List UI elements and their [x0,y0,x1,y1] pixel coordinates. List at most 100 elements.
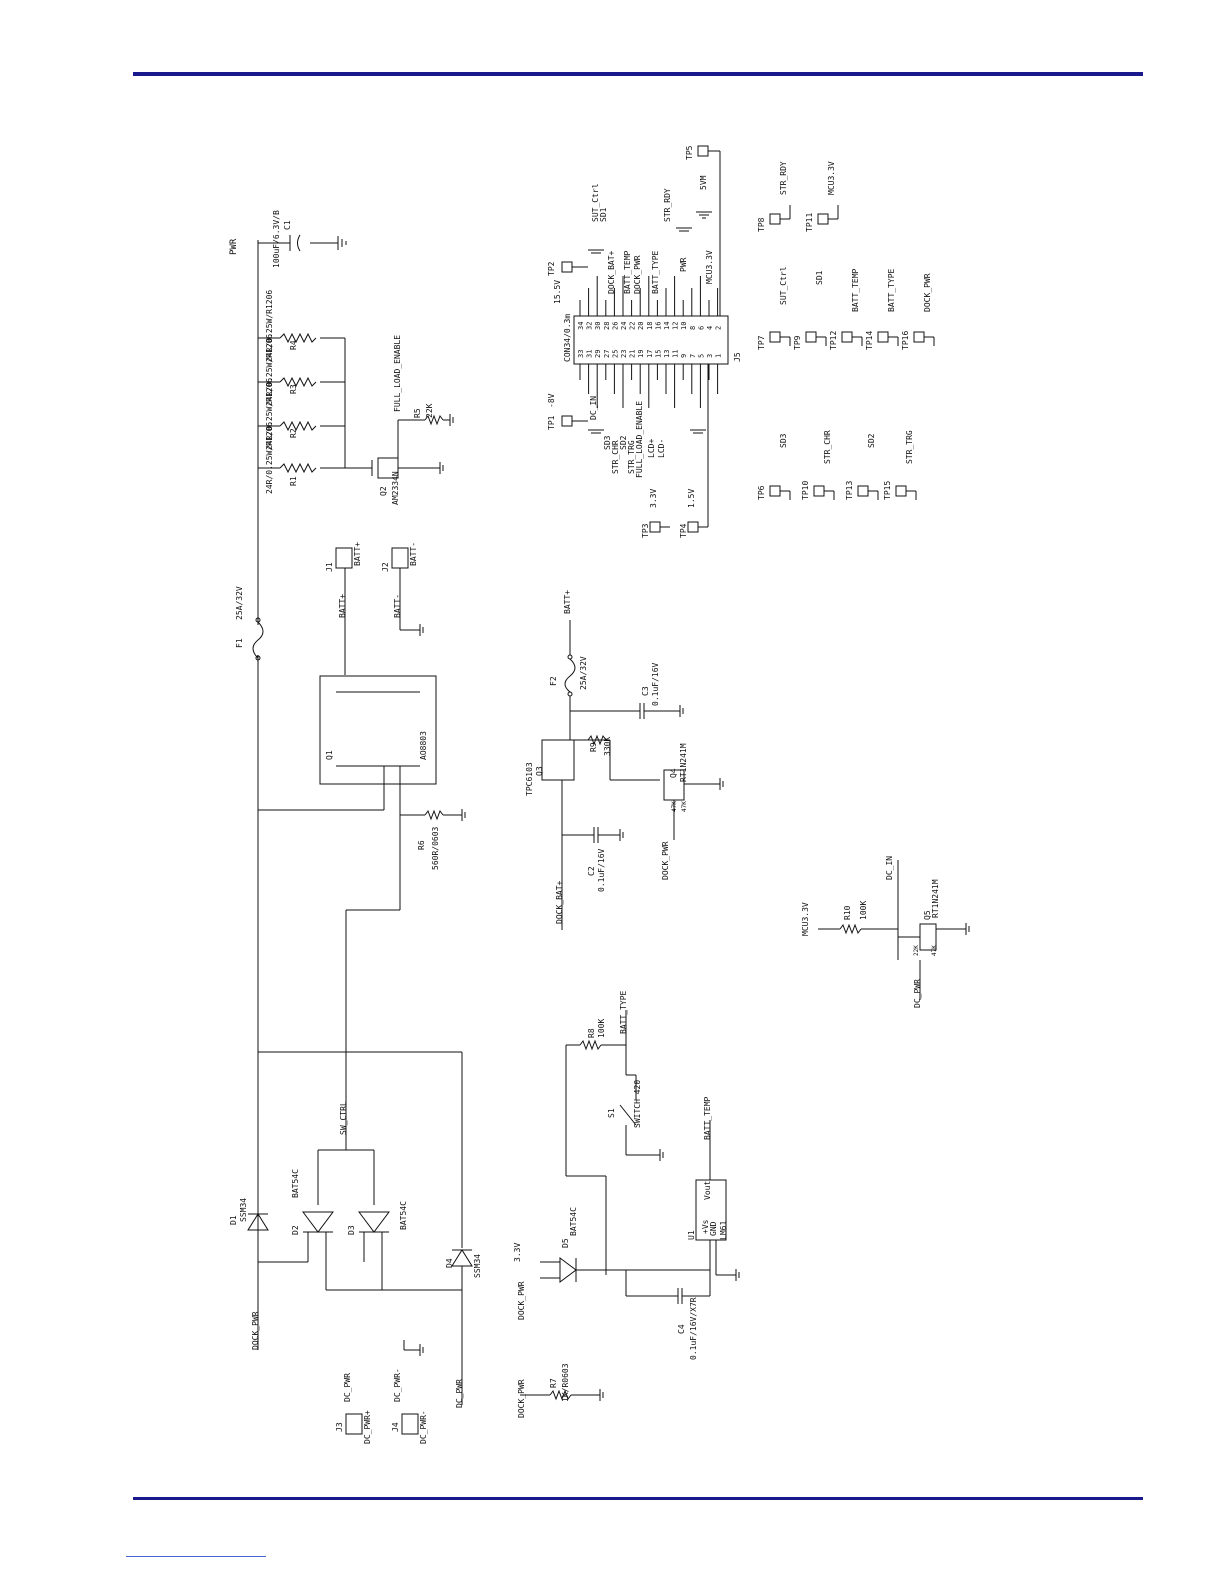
j5-net-str-chr: STR_CHR [611,440,620,474]
r10-value: 100K [859,901,868,920]
dock-battery-switch [541,620,724,930]
dock-pwr-q4: DOCK_PWR [661,841,670,880]
j5-net-str-trg: STR_TRG [627,440,636,474]
c1-ref: C1 [283,220,292,230]
j5-pin-24: 24 [620,322,628,330]
q1-value: AO8803 [419,731,428,760]
tp3-value: 3.3V [649,489,658,508]
tp9-ref: TP9 [793,335,802,350]
q5-r1: 22K [913,945,920,956]
j5-pin-27: 27 [603,350,611,358]
tp11-net: MCU3.3V [827,161,836,195]
signal-testpoints [769,205,935,500]
tp4-ref: TP4 [679,523,688,538]
tp14-ref: TP14 [865,331,874,350]
j5-net-pwr: PWR [679,257,688,272]
j5-pin-3: 3 [706,354,714,358]
q1-ref: Q1 [325,750,334,760]
j5-net-lcd-plus: LCD+ [647,439,656,458]
full-load-label: FULL_LOAD_ENABLE [393,335,402,412]
tp2-ref: TP2 [547,261,556,276]
tp12-ref: TP12 [829,331,838,350]
j5-net-dc-in: DC_IN [589,396,598,420]
j5-value: CON34/0.3m [563,314,572,362]
c1-value: 100uF/6.3V/B [272,210,281,268]
q1-mosfet [319,675,466,1150]
power-testpoints [561,145,721,533]
c3-value: 0.1uF/16V [651,662,660,706]
j5-pin-34: 34 [577,322,585,330]
d3-value: BAT54C [399,1201,408,1230]
j5-net-sd2: SD2 [619,435,628,450]
j5-net-mcu33: MCU3.3V [705,250,714,284]
tp6-net: SD3 [779,433,788,448]
batt-temp-net: BATT_TEMP [703,1096,712,1140]
tp5-ref: TP5 [685,145,694,160]
q3-value: TPC6103 [525,762,534,796]
batt-type-net: BATT_TYPE [619,990,628,1034]
j5-pin-15: 15 [654,350,662,358]
j5-pin-28: 28 [603,322,611,330]
j5-pin-17: 17 [646,350,654,358]
r8-value: 100K [597,1019,606,1038]
j2-net: BATT- [393,594,402,618]
j5-pin-32: 32 [586,322,594,330]
f1-ref: F1 [235,638,244,648]
r3-value: 24R/0.25W/R1206 [265,334,274,406]
tp1-ref: TP1 [547,415,556,430]
tp12-net: BATT_TEMP [851,268,860,312]
d2-d3-diodes [258,1149,462,1291]
j2-connector [391,547,424,636]
j5-net-sd1: SD1 [599,207,608,222]
d2-ref: D2 [291,1225,300,1235]
r1-value: 24R/0.25W/R1206 [265,422,274,494]
r6-value: 560R/0603 [431,826,440,870]
tp3-ref: TP3 [641,523,650,538]
j3-j4-connectors [345,1340,424,1435]
r2-ref: R2 [289,428,298,438]
dc-pwr-q5: DC_PWR [913,979,922,1008]
q5-ref: Q5 [923,910,932,920]
c2-value: 0.1uF/16V [597,848,606,892]
batt-plus-net: BATT+ [563,590,572,614]
j5-net-full-load: FULL_LOAD_ENABLE [635,401,644,478]
r6-ref: R6 [417,840,426,850]
j5-pin-26: 26 [611,322,619,330]
r4-ref: R4 [289,340,298,350]
j5-pin-22: 22 [629,322,637,330]
q4-r1: 47K [671,801,678,812]
u1-gnd: GND [709,1221,718,1236]
j5-net-batt-type: BATT_TYPE [651,250,660,294]
c4-value: 0.1uF/16V/X7R [689,1297,698,1360]
j5-ref: J5 [733,352,742,362]
dock-pwr-label: DOCK_PWR [251,1311,260,1350]
footer-rule [133,1497,1143,1500]
j5-pin-10: 10 [680,322,688,330]
j3-net: DC_PWR [343,1373,352,1402]
c3-ref: C3 [641,686,650,696]
tp13-ref: TP13 [845,481,854,500]
j5-wires [579,276,719,408]
d5-33v: 3.3V [513,1243,522,1262]
j5-pin-23: 23 [620,350,628,358]
d4-value: SSM34 [473,1254,482,1278]
tp9-net: SD1 [815,270,824,285]
j5-pin-5: 5 [697,354,705,358]
j3-pin: DC_PWR+ [363,1410,372,1444]
j5-pin-21: 21 [629,350,637,358]
j5-pin-13: 13 [663,350,671,358]
r4-value: 24R/0.25W/R1206 [265,290,274,362]
d5-value: BAT54C [569,1207,578,1236]
d2-value: BAT54C [291,1169,300,1198]
tp5-value: 5VM [699,175,708,190]
j5-pin-1: 1 [715,354,723,358]
d4-diode [451,1249,473,1405]
j4-pin: DC_PWR- [419,1410,428,1444]
r7-value: 1K/R0603 [561,1363,570,1402]
r1-ref: R1 [289,476,298,486]
q4-r2: 47K [681,801,688,812]
j5-pin-16: 16 [654,322,662,330]
tp10-ref: TP10 [801,481,810,500]
c4-ref: C4 [677,1324,686,1334]
